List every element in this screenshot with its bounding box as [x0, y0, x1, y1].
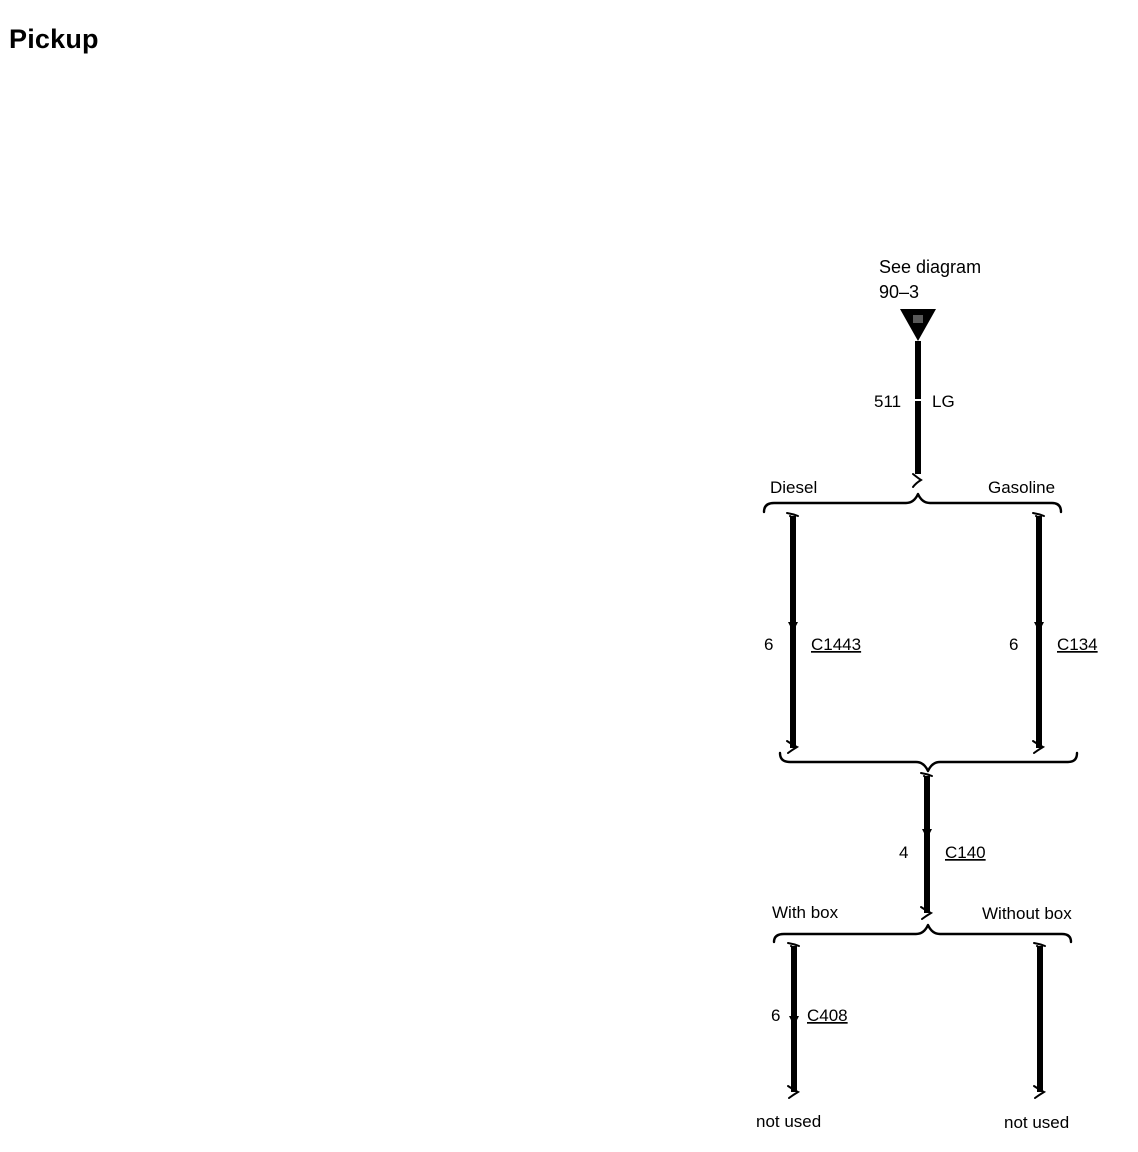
- reference-line-2: 90–3: [879, 282, 919, 302]
- path-diesel[interactable]: 6 C1443: [764, 512, 861, 754]
- wire-511-lg[interactable]: 511 LG: [874, 341, 955, 488]
- path-center[interactable]: 4 C140: [899, 772, 986, 920]
- endpoint-label-right: not used: [1004, 1113, 1069, 1132]
- circuit-number: 511: [874, 392, 901, 411]
- branch-box: With box Without box: [772, 903, 1073, 944]
- branch-label-without-box: Without box: [982, 904, 1072, 923]
- connector-link-c1443[interactable]: C1443: [811, 635, 861, 654]
- wire-end-hook: [787, 1085, 801, 1099]
- page-title: Pickup: [9, 24, 99, 54]
- path-with-box[interactable]: 6 C408 not used: [756, 942, 848, 1131]
- connector-link-c134[interactable]: C134: [1057, 635, 1098, 654]
- path-without-box[interactable]: not used: [1004, 942, 1069, 1132]
- connector-pin-number: 6: [771, 1006, 780, 1025]
- branch-label-with-box: With box: [772, 903, 839, 922]
- branch-brace: [772, 923, 1073, 944]
- wire-end-hook: [912, 473, 923, 488]
- connector-pin-number: 6: [1009, 635, 1018, 654]
- connector-pin-icon: [789, 1016, 799, 1026]
- branch-brace: [762, 492, 1063, 514]
- merge-brace: [778, 751, 1079, 773]
- endpoint-label-left: not used: [756, 1112, 821, 1131]
- wire-end-hook: [1033, 1085, 1047, 1099]
- path-gasoline[interactable]: 6 C134: [1009, 512, 1098, 754]
- wire-end-hook: [786, 740, 800, 754]
- arrow-highlight: [913, 315, 923, 323]
- branch-label-diesel: Diesel: [770, 478, 817, 497]
- diagram-reference[interactable]: See diagram 90–3: [879, 257, 981, 341]
- connector-link-c140[interactable]: C140: [945, 843, 986, 862]
- connector-pin-number: 6: [764, 635, 773, 654]
- reference-line-1: See diagram: [879, 257, 981, 277]
- circuit-color: LG: [932, 392, 955, 411]
- wire-end-hook: [1032, 740, 1046, 754]
- branch-label-gasoline: Gasoline: [988, 478, 1055, 497]
- connector-pin-icon: [788, 622, 798, 632]
- reference-arrow-icon: [900, 309, 936, 341]
- branch-diesel-gasoline: Diesel Gasoline: [762, 478, 1063, 514]
- connector-pin-icon: [1034, 622, 1044, 632]
- connector-pin-icon: [922, 829, 932, 839]
- connector-pin-number: 4: [899, 843, 908, 862]
- connector-link-c408[interactable]: C408: [807, 1006, 848, 1025]
- wire-end-hook: [920, 906, 934, 920]
